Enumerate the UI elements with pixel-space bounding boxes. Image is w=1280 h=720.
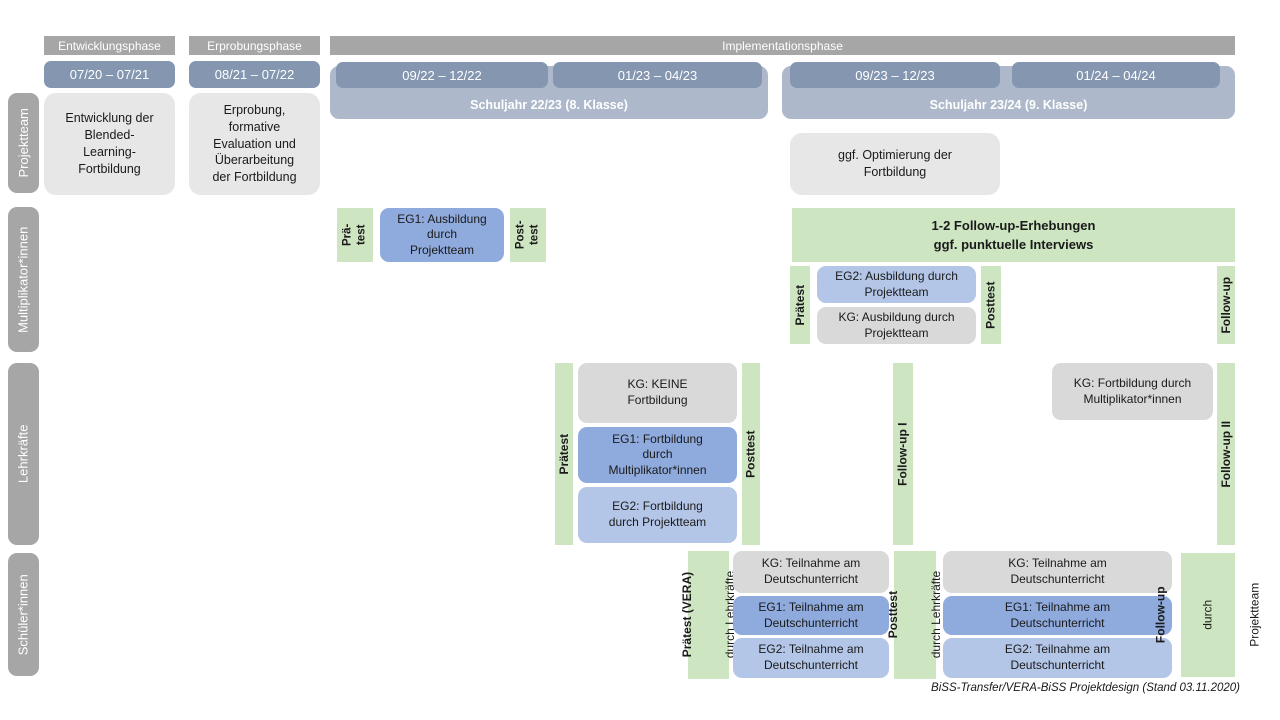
diagram-caption: BiSS-Transfer/VERA-BiSS Projektdesign (S… <box>931 682 1240 694</box>
phase-implementation-bar: Implementationsphase <box>330 36 1235 55</box>
box-eg2-teilnahme-2: EG2: Teilnahme am Deutschunterricht <box>943 638 1172 678</box>
phase-erprobung-bar: Erprobungsphase <box>189 36 320 55</box>
period-07-20: 07/20 – 07/21 <box>44 61 175 88</box>
bar-posttest-lehrkraefte: Posttest <box>742 363 760 545</box>
period-09-23: 09/23 – 12/23 <box>790 62 1000 88</box>
followup-projektteam-label: Follow-up <box>1153 586 1168 644</box>
banner-followup-erhebungen: 1-2 Follow-up-Erhebungen ggf. punktuelle… <box>792 208 1235 262</box>
followup-projektteam-sub2: Projektteam <box>1246 582 1261 648</box>
box-erprobung-evaluation: Erprobung, formative Evaluation und Über… <box>189 93 320 195</box>
box-eg1-ausbildung: EG1: Ausbildung durch Projektteam <box>380 208 504 262</box>
bar-followup-1: Follow-up I <box>893 363 913 545</box>
box-eg1-fortbildung: EG1: Fortbildung durch Multiplikator*inn… <box>578 427 737 483</box>
period-01-23: 01/23 – 04/23 <box>553 62 762 88</box>
box-kg-ausbildung: KG: Ausbildung durch Projektteam <box>817 307 976 344</box>
bar-praetest-lehrkraefte: Prätest <box>555 363 573 545</box>
box-optimierung-fortbildung: ggf. Optimierung der Fortbildung <box>790 133 1000 195</box>
box-eg2-fortbildung: EG2: Fortbildung durch Projektteam <box>578 487 737 543</box>
row-label-projektteam: Projektteam <box>8 93 39 193</box>
posttest-schueler-label: Posttest <box>886 591 901 639</box>
posttest-schueler-sublabel: durch Lehrkräfte <box>929 571 944 659</box>
box-eg2-ausbildung: EG2: Ausbildung durch Projektteam <box>817 266 976 303</box>
box-kg-keine-fortbildung: KG: KEINE Fortbildung <box>578 363 737 423</box>
box-eg1-teilnahme-1: EG1: Teilnahme am Deutschunterricht <box>733 596 889 635</box>
bar-followup-projektteam: Follow-up durch Projektteam <box>1153 553 1261 677</box>
school-year-22-23-label: Schuljahr 22/23 (8. Klasse) <box>470 98 628 112</box>
row-label-multiplikatoren: Multiplikator*innen <box>8 207 39 352</box>
period-09-22: 09/22 – 12/22 <box>336 62 548 88</box>
phase-entwicklung-bar: Entwicklungsphase <box>44 36 175 55</box>
school-year-23-24-label: Schuljahr 23/24 (9. Klasse) <box>929 98 1088 112</box>
box-eg1-teilnahme-2: EG1: Teilnahme am Deutschunterricht <box>943 596 1172 635</box>
followup-projektteam-sub1: durch <box>1200 599 1215 631</box>
bar-followup-2: Follow-up II <box>1217 363 1235 545</box>
row-label-schueler: Schüler*innen <box>8 553 39 676</box>
bar-praetest-vera: Prätest (VERA) durch Lehrkräfte <box>680 551 737 679</box>
box-eg2-teilnahme-1: EG2: Teilnahme am Deutschunterricht <box>733 638 889 678</box>
bar-praetest-multiplikatoren: Prätest <box>790 266 810 344</box>
period-01-24: 01/24 – 04/24 <box>1012 62 1220 88</box>
box-kg-teilnahme-2: KG: Teilnahme am Deutschunterricht <box>943 551 1172 593</box>
box-kg-fortbildung-multiplikatoren: KG: Fortbildung durch Multiplikator*inne… <box>1052 363 1213 420</box>
row-label-lehrkraefte: Lehrkräfte <box>8 363 39 545</box>
bar-praetest-small: Prä- test <box>337 208 373 262</box>
box-entwicklung-fortbildung: Entwicklung der Blended- Learning- Fortb… <box>44 93 175 195</box>
bar-posttest-schueler: Posttest durch Lehrkräfte <box>886 551 943 679</box>
praetest-vera-label: Prätest (VERA) <box>679 572 694 658</box>
bar-followup-multiplikatoren: Follow-up <box>1217 266 1235 344</box>
period-08-21: 08/21 – 07/22 <box>189 61 320 88</box>
bar-posttest-multiplikatoren: Posttest <box>981 266 1001 344</box>
box-kg-teilnahme-1: KG: Teilnahme am Deutschunterricht <box>733 551 889 593</box>
bar-posttest-small: Post- test <box>510 208 546 262</box>
